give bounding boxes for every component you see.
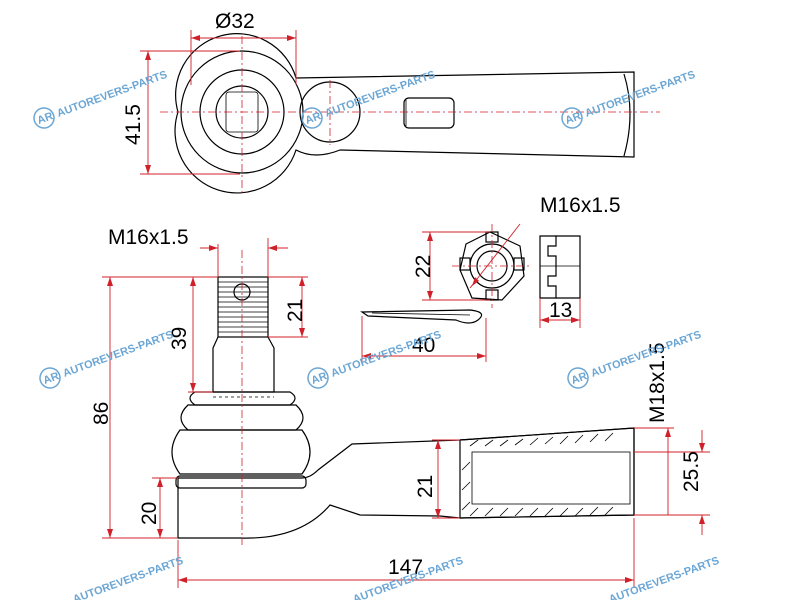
watermark-7: AUTOREVERS-PARTS: [71, 555, 184, 600]
dimension-nut-height: 13: [539, 298, 581, 328]
svg-text:AR: AR: [564, 110, 583, 127]
label-nut-width: 22: [412, 255, 435, 278]
dimension-socket-height: 20: [138, 477, 178, 538]
label-nut-height: 13: [549, 299, 572, 322]
dimension-shank-thread: M18x1.5: [634, 342, 674, 515]
watermark-6: AR AUTOREVERS-PARTS: [567, 329, 703, 389]
svg-text:AR: AR: [42, 370, 61, 387]
svg-text:AUTOREVERS-PARTS: AUTOREVERS-PARTS: [71, 555, 184, 600]
dimension-thread-length: 21: [268, 276, 308, 338]
label-shank-depth: 21: [414, 475, 437, 498]
watermark-1: AR AUTOREVERS-PARTS: [33, 69, 169, 129]
side-view: [171, 250, 635, 545]
svg-text:AR: AR: [570, 370, 589, 387]
top-view: [160, 33, 660, 195]
dimension-head-diameter: Ø32: [190, 10, 297, 85]
label-cotter-pin-length: 40: [412, 334, 435, 357]
watermark-3: AR AUTOREVERS-PARTS: [561, 69, 697, 129]
dimension-shank-diameter: 25.5: [634, 430, 710, 535]
svg-text:AUTOREVERS-PARTS: AUTOREVERS-PARTS: [55, 69, 168, 120]
dimension-nut-width: 22: [412, 231, 490, 301]
watermark-4: AR AUTOREVERS-PARTS: [39, 329, 175, 389]
dimension-head-height: 41.5: [122, 50, 240, 175]
dimension-stud-length: 39: [168, 276, 218, 393]
label-stud-thread: M16x1.5: [108, 226, 189, 249]
dimension-total-length: 147: [177, 518, 635, 588]
label-shank-diameter: 25.5: [680, 451, 703, 492]
castle-nut: [452, 224, 581, 308]
label-thread-length: 21: [284, 299, 307, 322]
svg-text:AUTOREVERS-PARTS: AUTOREVERS-PARTS: [607, 555, 720, 600]
label-shank-thread: M18x1.5: [646, 342, 669, 423]
svg-text:AR: AR: [310, 370, 329, 387]
dimension-stud-thread: M16x1.5: [108, 226, 288, 277]
label-head-diameter: Ø32: [215, 10, 255, 33]
watermark-5: AR AUTOREVERS-PARTS: [307, 329, 443, 389]
dimension-nut-thread: M16x1.5: [469, 194, 621, 289]
svg-text:AR: AR: [304, 110, 323, 127]
watermark-9: AUTOREVERS-PARTS: [607, 555, 720, 600]
svg-text:AR: AR: [36, 110, 55, 127]
label-total-length: 147: [388, 556, 423, 579]
dimension-total-height: 86: [90, 276, 218, 539]
label-head-height: 41.5: [122, 104, 145, 145]
label-nut-thread: M16x1.5: [540, 194, 621, 217]
label-socket-height: 20: [138, 502, 161, 525]
cotter-pin: 40: [360, 309, 487, 362]
dimension-shank-depth: 21: [414, 439, 460, 519]
svg-text:AUTOREVERS-PARTS: AUTOREVERS-PARTS: [61, 329, 174, 380]
label-stud-length: 39: [168, 327, 191, 350]
label-total-height: 86: [90, 402, 113, 425]
